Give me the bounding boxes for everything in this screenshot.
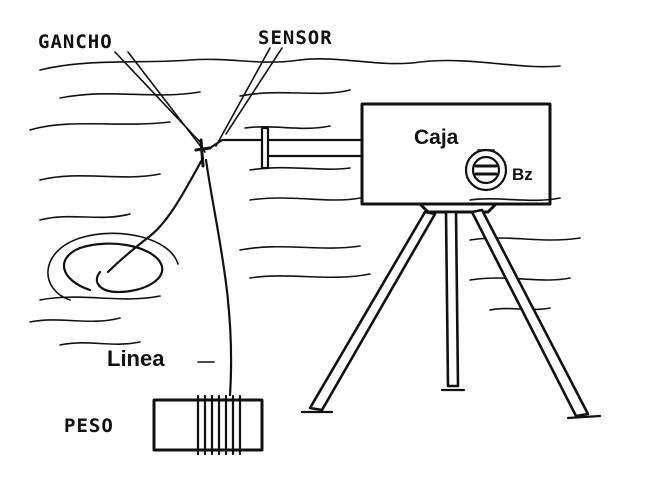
- label-sensor: SENSOR: [258, 27, 333, 49]
- label-linea: Linea: [107, 346, 165, 371]
- peso-weight: [152, 394, 264, 456]
- water-surface: [29, 58, 581, 346]
- tripod: [300, 202, 602, 420]
- sensor-arm: [260, 126, 364, 170]
- leader-lines: [114, 47, 283, 363]
- label-caja: Caja: [414, 126, 459, 149]
- fishing-line: [106, 156, 233, 397]
- label-gancho: GANCHO: [38, 31, 113, 53]
- label-bz: Bz: [512, 165, 533, 184]
- caja-box: [360, 102, 552, 206]
- label-peso: PESO: [64, 415, 114, 437]
- buzzer-icon: [464, 148, 508, 192]
